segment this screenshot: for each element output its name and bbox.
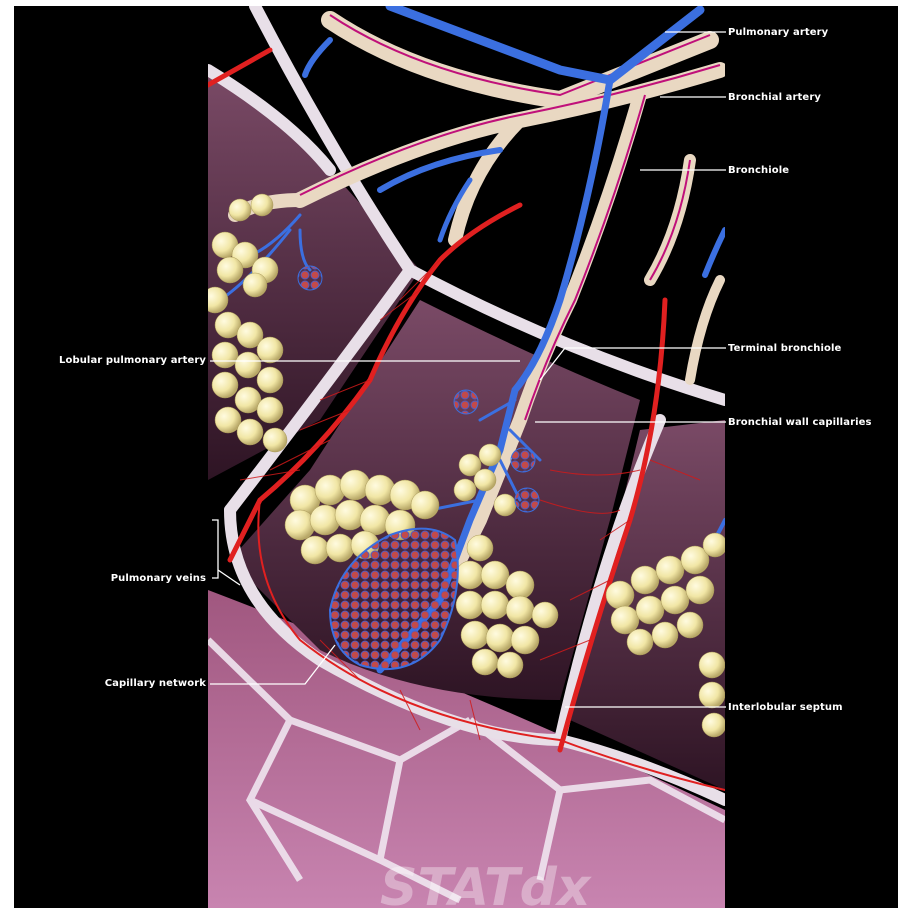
label-terminal-bronchiole: Terminal bronchiole [728,343,841,354]
label-pulmonary-veins: Pulmonary veins [12,573,206,584]
label-capillary-network: Capillary network [12,678,206,689]
label-bronchial-artery: Bronchial artery [728,92,821,103]
label-pulmonary-artery: Pulmonary artery [728,27,828,38]
label-bronchial-wall-capillaries: Bronchial wall capillaries [728,417,872,428]
label-interlobular-septum: Interlobular septum [728,702,843,713]
label-lobular-pulmonary-artery: Lobular pulmonary artery [12,355,206,366]
label-bronchiole: Bronchiole [728,165,789,176]
svg-text:STATdx: STATdx [380,858,592,908]
